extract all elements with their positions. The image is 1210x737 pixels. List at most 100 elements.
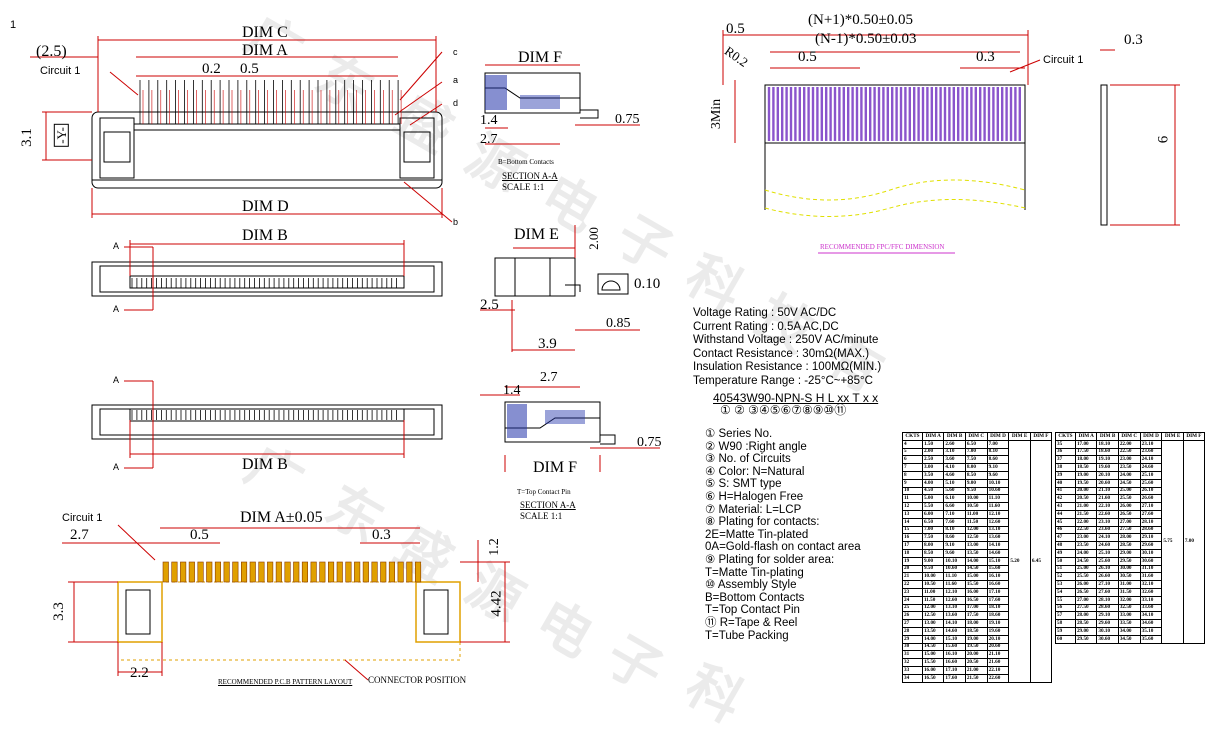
table-cell: 55 <box>1055 595 1076 605</box>
section-top-d3: 0.75 <box>637 435 662 450</box>
fpc-min: 3Min <box>709 98 725 130</box>
table-cell: 23.50 <box>1117 463 1141 472</box>
section-bottom-d1: 1.4 <box>480 113 498 128</box>
table-cell: 48 <box>1055 541 1076 550</box>
table-cell: 58 <box>1055 619 1076 628</box>
table-cell: 16.10 <box>986 572 1010 582</box>
table-cell: 31.50 <box>1117 587 1141 597</box>
table-cell: 29.60 <box>1139 541 1163 550</box>
table-cell: 10.60 <box>986 486 1010 496</box>
table-cell: 19.50 <box>964 642 988 652</box>
pcb-pitch2: 0.3 <box>372 527 391 543</box>
table-cell: 45 <box>1055 517 1076 527</box>
table-header: DIM A <box>921 432 945 441</box>
table-cell: 11.50 <box>921 595 945 605</box>
table-cell: 9.00 <box>964 478 988 488</box>
table-cell: 5.00 <box>921 494 945 504</box>
table-cell: 26.00 <box>1117 502 1141 511</box>
mid-view-drawing <box>91 240 443 311</box>
table-cell: 2.60 <box>943 439 966 449</box>
section-top-d2: 2.7 <box>540 370 558 385</box>
side-d3: 2.5 <box>480 297 499 313</box>
table-cell: 23 <box>902 587 923 597</box>
option-line: T=Matte Tin-plating <box>705 566 804 579</box>
fpc-d-05b: 0.5 <box>798 49 817 65</box>
table-header: DIM C <box>1117 432 1141 441</box>
table-cell: 18.00 <box>964 619 988 628</box>
table-cell: 28.50 <box>1074 619 1098 628</box>
table-cell: 24.50 <box>1074 556 1098 566</box>
spec-line: Current Rating : 0.5A AC,DC <box>693 320 839 333</box>
table-cell: 14.50 <box>921 642 945 652</box>
table-cell: 7.00 <box>1182 439 1206 644</box>
table-cell: 15.50 <box>921 658 945 667</box>
table-cell: 4.60 <box>943 470 966 480</box>
table-cell: 11.00 <box>964 509 988 519</box>
table-cell: 6.45 <box>1029 439 1053 683</box>
table-cell: 26.60 <box>1096 572 1119 582</box>
table-cell: 3.60 <box>943 455 966 465</box>
table-cell: 31.60 <box>1139 572 1163 582</box>
table-cell: 7.50 <box>964 455 988 465</box>
callout-c: c <box>453 47 458 57</box>
top-pitch-small-label: 0.2 <box>202 61 221 77</box>
table-cell: 23.60 <box>1139 447 1163 457</box>
table-cell: 2.50 <box>921 455 945 465</box>
table-cell: 34.10 <box>1139 611 1163 621</box>
option-line: T=Top Contact Pin <box>705 604 800 617</box>
table-cell: 13.50 <box>964 548 988 558</box>
table-cell: 24.10 <box>1096 533 1119 543</box>
table-cell: 9.60 <box>986 470 1010 480</box>
option-line: ⑧ Plating for contacts: <box>705 516 820 529</box>
table-cell: 24 <box>902 595 923 605</box>
table-cell: 19.00 <box>964 634 988 644</box>
section-top-d1: 1.4 <box>503 383 521 398</box>
pcb-bottom-w: 2.2 <box>130 665 149 681</box>
table-cell: 27.00 <box>1117 517 1141 527</box>
fpc-drawing <box>722 30 1180 254</box>
table-cell: 34 <box>902 673 923 683</box>
section-bottom-section: SECTION A-A <box>502 171 558 181</box>
table-cell: 26.50 <box>1074 587 1098 597</box>
table-cell: 16.50 <box>921 673 945 683</box>
table-cell: 29.10 <box>1139 533 1163 543</box>
table-cell: 13.10 <box>943 603 966 613</box>
table-cell: 5 <box>902 447 923 457</box>
table-cell: 20.60 <box>986 642 1010 652</box>
fpc-d-03r: 0.3 <box>1124 32 1143 48</box>
table-cell: 17.00 <box>964 603 988 613</box>
section-bottom-title: DIM F <box>518 49 563 66</box>
table-cell: 29 <box>902 634 923 644</box>
table-cell: 21.10 <box>986 650 1010 660</box>
spec-line: Contact Resistance : 30mΩ(MAX.) <box>693 347 870 360</box>
table-cell: 12.10 <box>986 509 1010 519</box>
table-cell: 17 <box>902 541 923 550</box>
option-line: ⑩ Assembly Style <box>705 579 797 592</box>
table-cell: 18.50 <box>1074 463 1098 472</box>
table-cell: 4.10 <box>943 463 966 472</box>
table-cell: 5.75 <box>1161 439 1184 644</box>
table-cell: 10 <box>902 486 923 496</box>
fpc-d-05: 0.5 <box>726 21 745 37</box>
table-cell: 33.10 <box>1139 595 1163 605</box>
table-cell: 12.10 <box>943 587 966 597</box>
table-cell: 14 <box>902 517 923 527</box>
pcb-dim-label: DIM A±0.05 <box>240 509 323 526</box>
table-cell: 34.00 <box>1117 626 1141 636</box>
table-cell: 6 <box>902 455 923 465</box>
side-view-drawing <box>480 225 640 352</box>
table-cell: 16.00 <box>964 587 988 597</box>
table-cell: 6.10 <box>943 494 966 504</box>
table-cell: 50 <box>1055 556 1076 566</box>
top-dim-c-label: DIM C <box>242 24 288 41</box>
table-cell: 27 <box>902 619 923 628</box>
table-cell: 13.60 <box>986 533 1010 543</box>
fpc-circuit: Circuit 1 <box>1043 54 1084 66</box>
table-cell: 26.60 <box>1139 494 1163 504</box>
